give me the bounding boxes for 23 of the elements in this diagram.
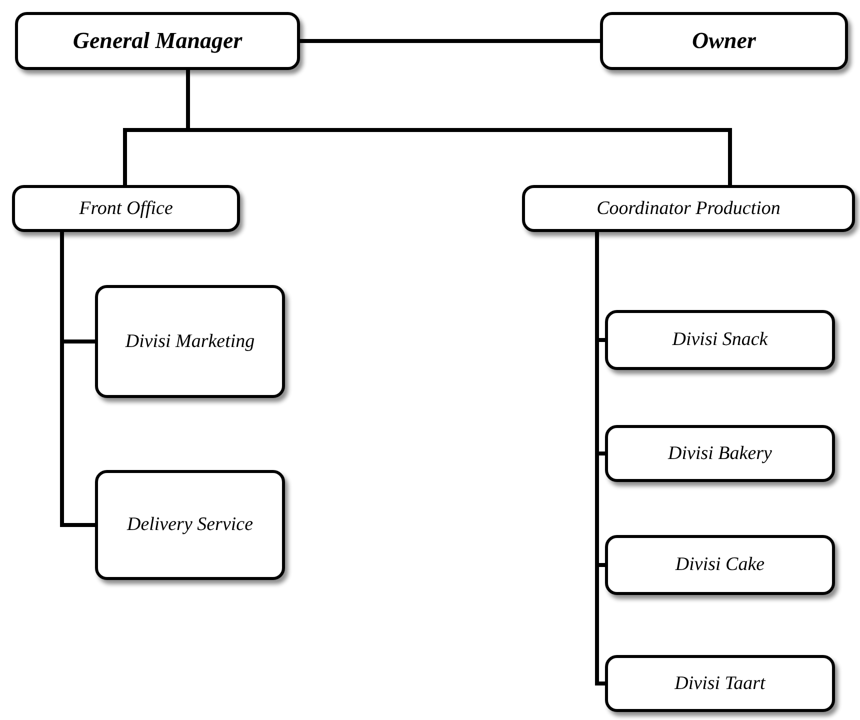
position-title: Owner xyxy=(691,27,757,56)
position-box xyxy=(600,12,848,70)
position-title: Divisi Snack xyxy=(671,328,769,352)
position-box xyxy=(605,425,835,482)
position-box xyxy=(605,655,835,712)
position-title: Divisi Cake xyxy=(674,553,766,578)
position-title: Divisi Taart xyxy=(674,672,766,696)
position-box xyxy=(12,185,240,232)
position-box xyxy=(95,470,285,580)
position-title: Coordinator Production xyxy=(596,196,782,221)
position-title: Divisi Bakery xyxy=(666,442,773,466)
position-title: Divisi Marketing xyxy=(124,330,256,354)
connector-line xyxy=(595,232,605,686)
position-title: Delivery Service xyxy=(126,513,254,538)
connector-line xyxy=(60,232,95,527)
connector-line xyxy=(300,39,600,43)
position-box xyxy=(522,185,855,232)
position-box xyxy=(95,285,285,398)
position-box xyxy=(605,310,835,370)
position-box xyxy=(605,535,835,595)
position-title: Front Office xyxy=(78,196,174,221)
position-title: General Manager xyxy=(72,27,244,56)
position-box xyxy=(15,12,300,70)
